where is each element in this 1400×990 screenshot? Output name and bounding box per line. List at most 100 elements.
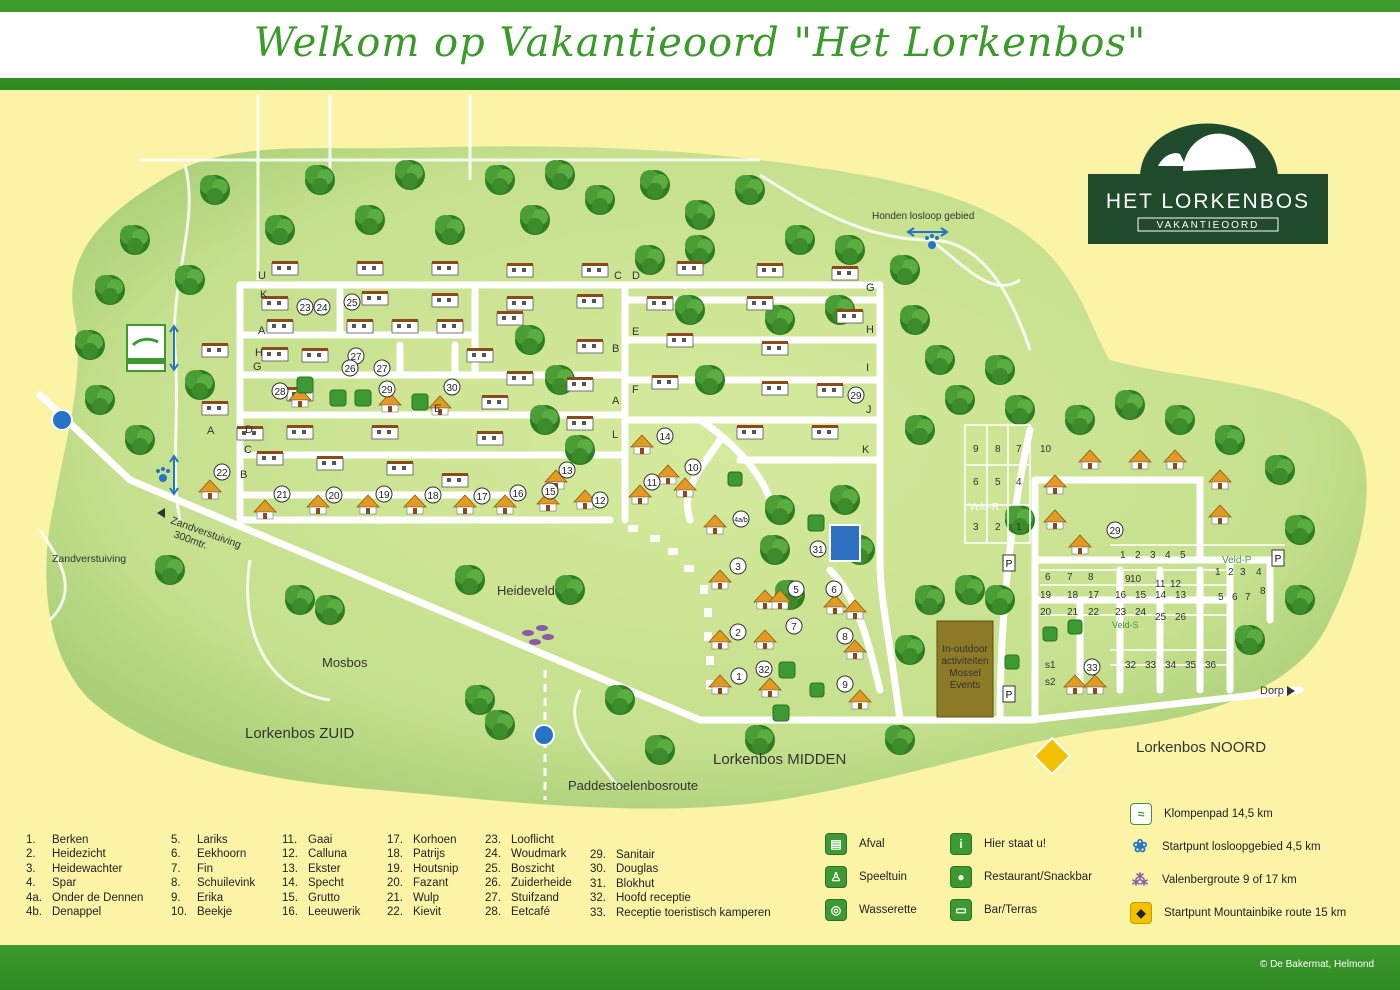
washer-icon: ◎ — [825, 898, 847, 921]
svg-text:G: G — [866, 282, 875, 294]
svg-text:4: 4 — [1256, 567, 1262, 578]
svg-text:10: 10 — [1130, 574, 1142, 585]
svg-text:22: 22 — [216, 468, 228, 479]
svg-text:D: D — [245, 424, 253, 436]
svg-text:P: P — [1006, 559, 1013, 570]
svg-text:Mossel: Mossel — [949, 668, 981, 679]
bottom-banner — [0, 945, 1400, 990]
svg-text:9: 9 — [842, 680, 848, 691]
svg-text:4: 4 — [1016, 477, 1022, 488]
svg-text:Zandverstuiving: Zandverstuiving — [52, 553, 126, 565]
legend-col-2: 5.Lariks 6.Eekhoorn 7.Fin 8.Schuilevink … — [171, 834, 256, 919]
paw-icon: ❀ — [1132, 836, 1148, 856]
legend-entry: 3.Heidewachter — [26, 862, 123, 875]
svg-text:33: 33 — [1145, 660, 1157, 671]
svg-text:22: 22 — [1088, 607, 1100, 618]
svg-text:7: 7 — [1016, 444, 1022, 455]
svg-text:13: 13 — [561, 466, 573, 477]
svg-text:B: B — [240, 469, 247, 481]
svg-text:16: 16 — [512, 489, 524, 500]
svg-text:20: 20 — [1040, 607, 1052, 618]
svg-text:In-outdoor: In-outdoor — [942, 644, 988, 655]
svg-text:6: 6 — [1232, 592, 1238, 603]
svg-text:5: 5 — [793, 585, 799, 596]
svg-text:activiteiten: activiteiten — [941, 656, 988, 667]
svg-text:5: 5 — [1218, 592, 1224, 603]
svg-text:9: 9 — [1125, 574, 1131, 585]
svg-text:E: E — [632, 326, 639, 338]
svg-text:1: 1 — [1215, 567, 1221, 578]
svg-text:18: 18 — [427, 491, 439, 502]
svg-text:4: 4 — [1165, 550, 1171, 561]
svg-text:3: 3 — [973, 522, 979, 533]
svg-text:2: 2 — [735, 628, 741, 639]
svg-text:11: 11 — [647, 478, 658, 489]
stepping-path — [628, 525, 714, 689]
svg-text:8: 8 — [995, 444, 1001, 455]
svg-text:29: 29 — [1109, 526, 1121, 537]
svg-text:29: 29 — [850, 391, 862, 402]
svg-text:5: 5 — [1180, 550, 1186, 561]
legend-col-3: 11.Gaai 12.Calluna 13.Ekster 14.Specht 1… — [282, 834, 361, 919]
svg-text:36: 36 — [1205, 660, 1217, 671]
restaurant-icon: ● — [950, 865, 972, 888]
svg-text:26: 26 — [344, 364, 356, 375]
svg-text:Dorp: Dorp — [1260, 685, 1284, 697]
dorp-arrow — [1287, 686, 1295, 696]
svg-text:15: 15 — [1135, 590, 1147, 601]
page-title: Welkom op Vakantieoord "Het Lorkenbos" — [253, 20, 1147, 66]
svg-text:13: 13 — [1175, 590, 1187, 601]
logo-name: HET LORKENBOS — [1106, 190, 1310, 213]
svg-text:8: 8 — [1260, 586, 1266, 597]
svg-text:2: 2 — [1135, 550, 1141, 561]
svg-text:26: 26 — [1175, 612, 1187, 623]
svg-text:33: 33 — [1086, 663, 1098, 674]
svg-text:A: A — [258, 325, 266, 337]
svg-text:P: P — [1006, 690, 1013, 701]
svg-text:1: 1 — [1120, 550, 1126, 561]
legend-col-1: 1.Berken 2.Heidezicht 3.Heidewachter 4.S… — [26, 833, 143, 919]
svg-text:1: 1 — [1016, 522, 1022, 533]
svg-text:Lorkenbos NOORD: Lorkenbos NOORD — [1136, 739, 1266, 756]
cup-icon: ▭ — [950, 898, 972, 921]
svg-text:L: L — [612, 429, 618, 441]
svg-text:Lorkenbos ZUID: Lorkenbos ZUID — [245, 725, 354, 742]
svg-text:25: 25 — [1155, 612, 1167, 623]
logo-sub: VAKANTIEOORD — [1157, 220, 1260, 231]
svg-text:14: 14 — [1155, 590, 1167, 601]
legend-col-6: 29.Sanitair 30.Douglas 31.Blokhut 32.Hoo… — [590, 849, 771, 919]
svg-text:Heideveld: Heideveld — [497, 583, 555, 598]
svg-text:32: 32 — [758, 665, 770, 676]
svg-text:31: 31 — [812, 545, 824, 556]
street-letters: U K A H G E D C B C D E B F A L G H I J … — [207, 270, 875, 481]
trash-icon: ▤ — [825, 832, 847, 855]
svg-text:12: 12 — [1170, 579, 1182, 590]
svg-text:17: 17 — [1088, 590, 1100, 601]
legend-col-4: 17.Korhoen 18.Patrijs 19.Houtsnip 20.Faz… — [387, 834, 459, 919]
svg-text:16: 16 — [1115, 590, 1127, 601]
svg-text:C: C — [244, 444, 252, 456]
svg-text:Lorkenbos MIDDEN: Lorkenbos MIDDEN — [713, 751, 846, 768]
svg-text:Veld-R: Veld-R — [969, 502, 999, 513]
svg-text:35: 35 — [1185, 660, 1197, 671]
svg-text:Honden losloop gebied: Honden losloop gebied — [872, 211, 974, 222]
svg-text:25: 25 — [346, 298, 358, 309]
symbol-legend-c: ≈Klompenpad 14,5 km ❀Startpunt losloopge… — [1130, 797, 1346, 929]
svg-text:27: 27 — [350, 352, 362, 363]
svg-text:U: U — [258, 270, 266, 282]
svg-text:D: D — [632, 270, 640, 282]
svg-text:19: 19 — [1040, 590, 1052, 601]
svg-text:B: B — [612, 343, 619, 355]
svg-text:23: 23 — [299, 303, 311, 314]
svg-text:Veld-S: Veld-S — [1112, 620, 1139, 630]
svg-text:8: 8 — [1088, 572, 1094, 583]
top-banner — [0, 0, 1400, 90]
svg-text:2: 2 — [995, 522, 1001, 533]
footprints-marker — [522, 625, 554, 645]
svg-text:7: 7 — [1245, 592, 1251, 603]
svg-text:24: 24 — [1135, 607, 1147, 618]
symbol-legend-a: ▤Afval ♙Speeltuin ◎Wasserette — [825, 827, 917, 926]
